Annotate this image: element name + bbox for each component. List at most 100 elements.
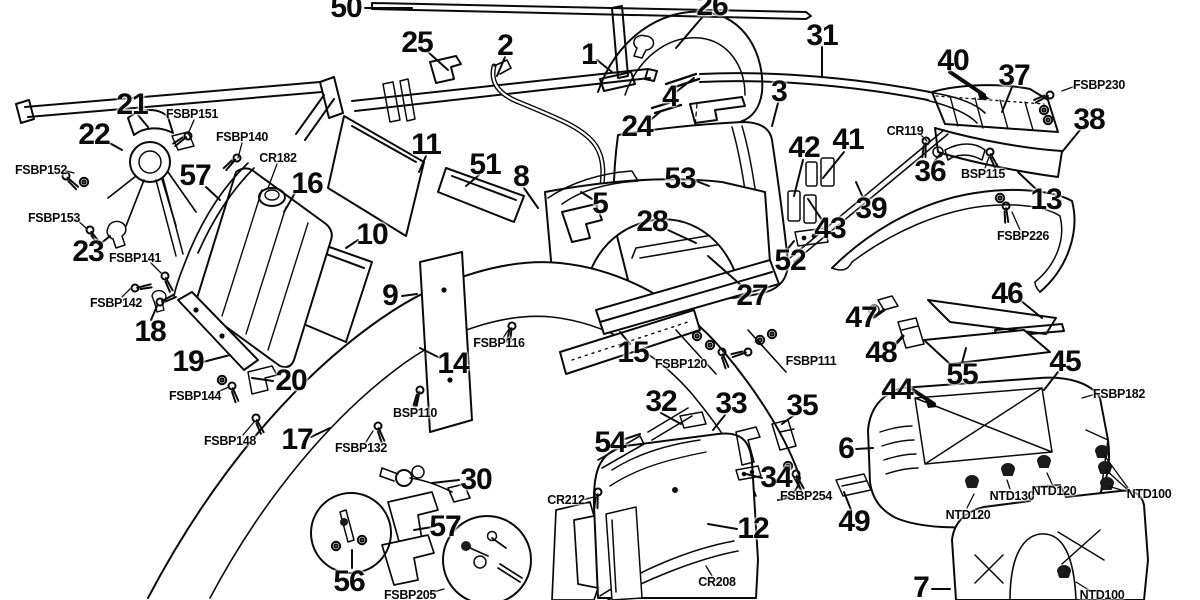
leader-line <box>1105 469 1129 491</box>
leader-line <box>414 394 419 408</box>
part-number-label: 18 <box>134 315 166 348</box>
leader-line <box>1107 485 1129 493</box>
leader-line <box>596 59 613 73</box>
part-number-label: 40 <box>937 44 969 77</box>
leader-line <box>807 198 823 221</box>
leader-line <box>251 377 274 382</box>
leader-line <box>855 181 865 201</box>
leader-line <box>1046 472 1053 485</box>
part-code-label: FSBP141 <box>108 250 162 265</box>
leader-line <box>496 56 506 77</box>
part-number-label: 24 <box>621 110 653 143</box>
leader-line <box>793 159 804 197</box>
leader-line <box>62 169 75 174</box>
part-number-label: 4 <box>662 80 679 113</box>
part-number-label: 5 <box>592 187 609 220</box>
part-number-label: 48 <box>865 336 897 369</box>
leader-line <box>793 477 801 490</box>
part-number-label: 9 <box>382 279 399 312</box>
leader-line <box>1103 454 1129 489</box>
part-number-label: 21 <box>116 88 148 121</box>
part-number-label: 32 <box>645 385 677 418</box>
part-drawing-rear-wing-13 <box>831 188 1076 293</box>
leader-line <box>966 493 975 509</box>
part-number-label: 26 <box>696 0 728 22</box>
leader-line <box>523 187 539 209</box>
part-drawing-scuttle-26 <box>597 5 764 123</box>
leader-line <box>1019 299 1043 319</box>
part-drawing-floor-7 <box>951 484 1149 600</box>
part-number-label: 49 <box>838 505 870 538</box>
part-number-label: 8 <box>513 160 530 193</box>
leader-line <box>418 155 427 173</box>
part-drawing-hinges-latch <box>787 129 1005 263</box>
leader-line <box>707 523 738 530</box>
leader-line <box>502 328 510 339</box>
part-number-label: 28 <box>636 205 668 238</box>
leader-line <box>581 496 595 501</box>
leader-line <box>105 140 123 151</box>
leader-line <box>237 142 243 159</box>
leader-line <box>98 235 111 246</box>
leader-line <box>675 77 695 93</box>
part-drawing-side-rail-31 <box>650 72 986 151</box>
part-drawing-quarter-12 <box>551 407 797 600</box>
leader-line <box>892 334 905 348</box>
leader-line <box>948 70 986 97</box>
part-code-label: BSP110 <box>392 405 438 420</box>
part-number-label: 35 <box>786 389 818 422</box>
part-code-label: FSBP182 <box>1092 386 1146 401</box>
leader-line <box>242 421 255 436</box>
leader-line <box>675 13 706 49</box>
leader-line <box>75 218 87 229</box>
part-number-label: 30 <box>460 463 492 496</box>
leader-line <box>150 305 158 321</box>
leader-line <box>961 347 967 364</box>
leader-line <box>1043 371 1059 391</box>
part-number-label: 31 <box>806 19 838 52</box>
part-number-label: 7 <box>913 571 930 600</box>
part-code-label: FSBP144 <box>168 388 222 403</box>
part-code-label: CR182 <box>259 150 297 165</box>
part-number-label: 45 <box>1049 345 1081 378</box>
part-code-label: FSBP151 <box>165 106 219 121</box>
leader-line <box>187 119 195 135</box>
part-number-label: 1 <box>581 38 598 71</box>
part-code-label: FSBP205 <box>383 587 437 600</box>
part-code-label: FSBP120 <box>654 356 708 371</box>
leader-line <box>202 354 231 363</box>
leader-line <box>121 288 131 298</box>
part-number-label: 56 <box>333 565 365 598</box>
part-code-label: NTD100 <box>1079 587 1125 600</box>
leader-line <box>401 293 418 297</box>
leader-line <box>137 114 149 128</box>
leader-line <box>365 430 374 443</box>
part-number-label: 50 <box>330 0 362 24</box>
leader-line <box>872 308 886 319</box>
part-number-label: 23 <box>72 235 104 268</box>
part-code-label: FSBP116 <box>473 335 525 350</box>
leader-line <box>1061 84 1079 92</box>
part-drawing-fastener-details <box>310 465 532 600</box>
leader-line <box>908 386 936 406</box>
part-code-label: BSP115 <box>960 166 1006 181</box>
part-number-label: 2 <box>497 29 514 62</box>
leader-line <box>150 262 162 274</box>
part-code-label: FSBP140 <box>215 129 269 144</box>
leader-line <box>621 433 641 441</box>
leader-line <box>283 192 296 213</box>
part-number-label: 3 <box>771 75 788 108</box>
leader-line <box>1011 211 1021 231</box>
part-number-label: 36 <box>914 155 946 188</box>
part-code-label: CR119 <box>886 123 924 138</box>
leader-line <box>705 565 713 577</box>
part-number-label: 12 <box>737 512 769 545</box>
leader-line <box>712 414 726 431</box>
part-code-label: FSBP226 <box>996 228 1050 243</box>
part-number-label: 41 <box>832 123 864 156</box>
leader-line <box>1075 581 1093 593</box>
leader-line <box>216 386 230 393</box>
part-drawing-front-rails <box>15 55 658 141</box>
part-number-label: 51 <box>469 148 501 181</box>
